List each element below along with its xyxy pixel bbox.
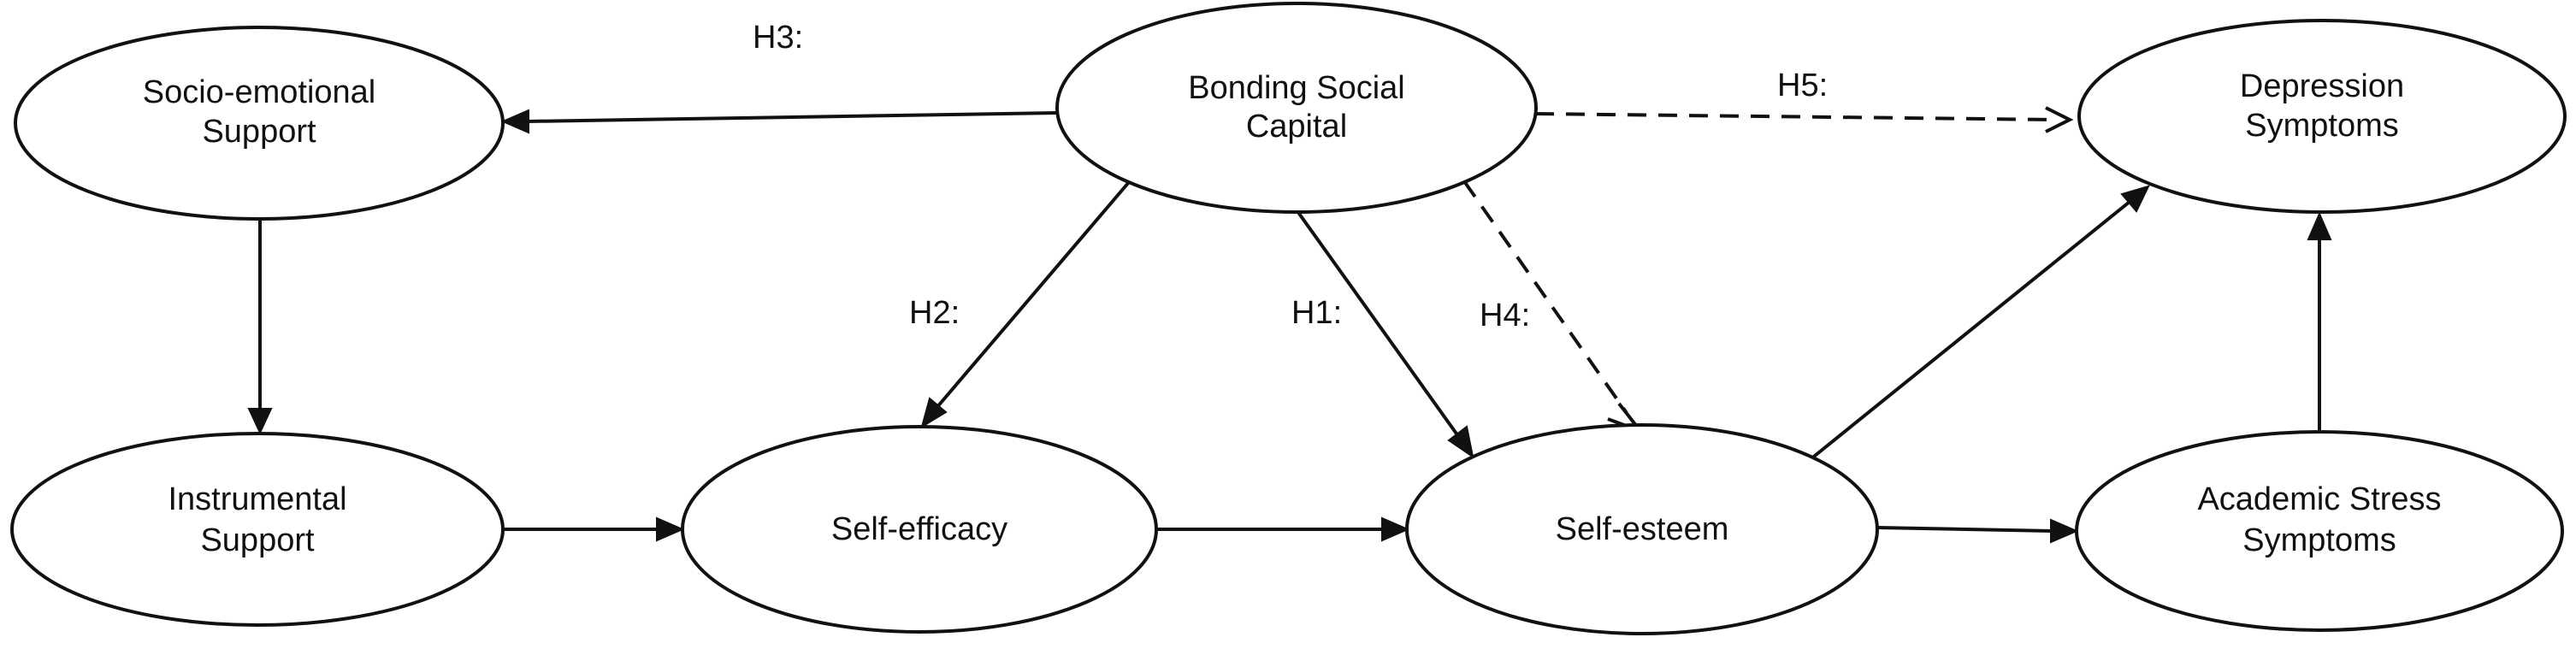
node-label-line: Academic Stress [2197,481,2441,517]
edge-label-h1: H1: [1291,295,1342,331]
node-bonding-social-capital: Bonding Social Capital [1055,2,1538,214]
node-instrumental-support: Instrumental Support [10,432,505,627]
edges [247,106,2332,544]
edge-socio-instrumental [247,217,273,435]
node-depression-symptoms: Depression Symptoms [2077,19,2567,214]
node-label-line: Symptoms [2245,108,2398,144]
node-label-line: Self-esteem [1556,511,1729,547]
edge-labels: H3: H5: H2: H1: H4: [753,20,1828,333]
open-arrow-head-icon [2045,106,2074,133]
node-label-line: Support [202,114,316,150]
node-label-line: Depression [2240,68,2404,104]
edge-academic-depression [2307,211,2332,432]
arrow-head-icon [920,397,948,429]
node-self-esteem: Self-esteem [1405,423,1879,635]
edge-selfesteem-depression [1809,185,2150,461]
arrow-head-icon [2307,211,2332,240]
node-label-line: Instrumental [168,481,346,517]
arrow-head-icon [1447,425,1474,459]
arrow-head-icon [656,516,685,542]
edge-selfesteem-academic [1876,518,2079,544]
nodes: Bonding Social Capital Socio-emotional S… [10,2,2567,635]
edge-label-h5: H5: [1777,68,1828,103]
arrow-head-icon [2120,185,2150,213]
edge-selfefficacy-selfesteem [1156,516,1410,542]
node-label-line: Bonding Social [1188,70,1405,106]
arrow-head-icon [247,408,273,435]
edge-instrumental-selfefficacy [503,516,685,542]
node-socio-emotional-support: Socio-emotional Support [14,26,505,221]
arrow-head-icon [1381,516,1410,542]
node-academic-stress-symptoms: Academic Stress Symptoms [2075,430,2564,632]
edge-bonding-selfefficacy [920,180,1131,429]
edge-label-h3: H3: [753,20,803,56]
edge-label-h4: H4: [1480,298,1530,333]
edge-bonding-depression [1534,106,2074,133]
node-label-line: Symptoms [2242,522,2396,558]
edge-label-h2: H2: [909,295,960,331]
node-self-efficacy: Self-efficacy [681,425,1158,634]
arrow-head-icon [500,109,529,134]
node-label-line: Self-efficacy [831,511,1007,547]
node-label-line: Capital [1246,109,1347,145]
node-label-line: Support [200,522,315,558]
arrow-head-icon [2050,518,2079,544]
node-label-line: Socio-emotional [143,74,375,110]
edge-bonding-selfesteem-h1 [1296,209,1474,459]
edge-bonding-socio [500,109,1057,134]
